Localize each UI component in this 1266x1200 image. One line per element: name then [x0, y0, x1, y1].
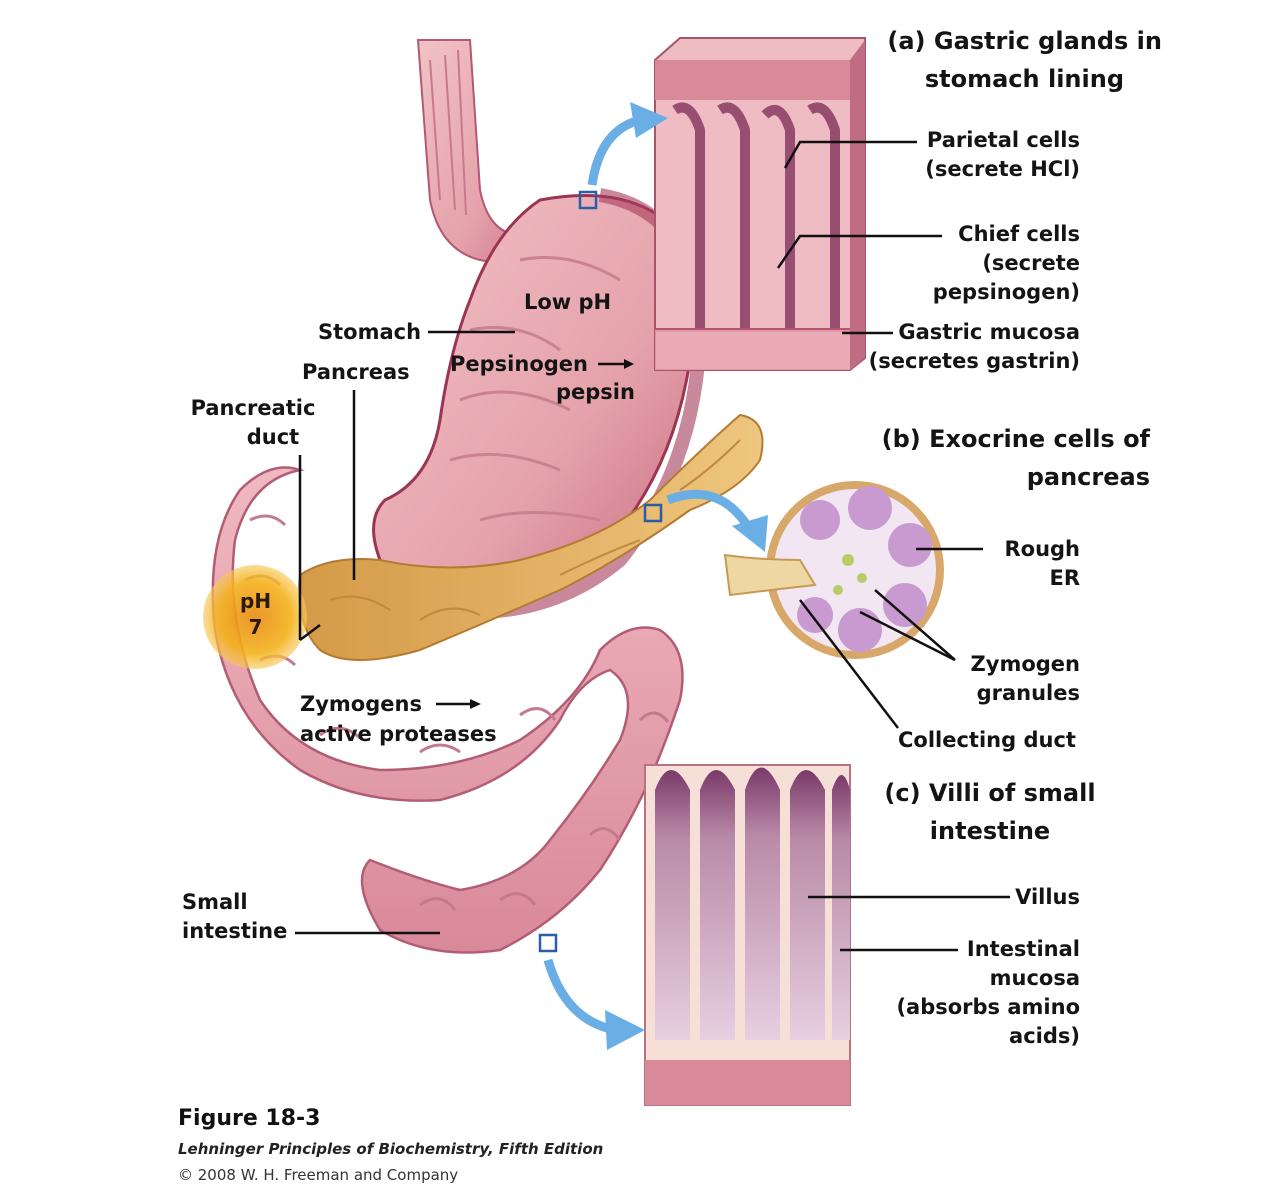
pepsinogen-label: Pepsinogen: [450, 352, 588, 376]
low-ph-label: Low pH: [524, 290, 612, 314]
gastric-glands-heading: (a) Gastric glands in stomach lining: [887, 27, 1162, 93]
villi-heading: (c) Villi of small intestine: [884, 779, 1096, 845]
esophagus-stripes: [429, 49, 467, 216]
duodenum: [211, 466, 684, 954]
intestinal-mucosa-label: Intestinal mucosa (absorbs amino acids): [896, 937, 1080, 1048]
pancreas-texture: [329, 439, 741, 621]
arrow-to-villi: [543, 958, 617, 1035]
ph-7-label: pH 7: [240, 589, 272, 639]
zymogen-granules-label: Zymogen granules: [970, 652, 1080, 705]
stomach-label: Stomach: [318, 320, 422, 344]
arrow-to-acinus-head: [732, 515, 768, 552]
pepsin-label: pepsin: [556, 380, 635, 404]
arrow-to-villi-head: [605, 1010, 645, 1050]
zymogens-label: Zymogens: [300, 692, 422, 716]
gastric-gland-block: [654, 37, 866, 371]
leader-lines: [295, 140, 1010, 952]
villi-block: [644, 764, 851, 1106]
pancreas-shape: [298, 413, 764, 661]
pancreatic-acinus: [723, 481, 944, 659]
villus-label: Villus: [1015, 885, 1080, 909]
sample-box-stomach: [578, 190, 598, 210]
arrow-zymogens-head: [470, 699, 481, 709]
arrow-to-gastric: [587, 115, 642, 186]
small-intestine-label: Small intestine: [182, 890, 288, 943]
ph-highlight: [203, 565, 307, 669]
pancreatic-duct-label: Pancreatic duct: [190, 396, 316, 449]
exocrine-cells-heading: (b) Exocrine cells of pancreas: [881, 425, 1150, 491]
rough-er-label: Rough ER: [1004, 537, 1080, 590]
arrow-to-gastric-head: [630, 102, 668, 138]
book-title: Lehninger Principles of Biochemistry, Fi…: [178, 1140, 604, 1158]
figure-number: Figure 18-3: [178, 1106, 321, 1131]
sample-box-pancreas: [643, 503, 663, 523]
arrow-pepsinogen-head: [624, 359, 634, 369]
active-proteases-label: active proteases: [300, 722, 497, 746]
collecting-duct-label: Collecting duct: [898, 728, 1076, 752]
stomach-folds: [449, 256, 621, 522]
parietal-cells-label: Parietal cells (secrete HCl): [925, 128, 1080, 181]
gastric-mucosa-label: Gastric mucosa (secretes gastrin): [868, 320, 1080, 373]
chief-cells-label: Chief cells (secrete pepsinogen): [932, 222, 1080, 304]
copyright: © 2008 W. H. Freeman and Company: [178, 1166, 459, 1184]
sample-box-intestine: [538, 933, 558, 953]
arrow-to-acinus: [666, 489, 754, 533]
pancreas-label: Pancreas: [302, 360, 410, 384]
